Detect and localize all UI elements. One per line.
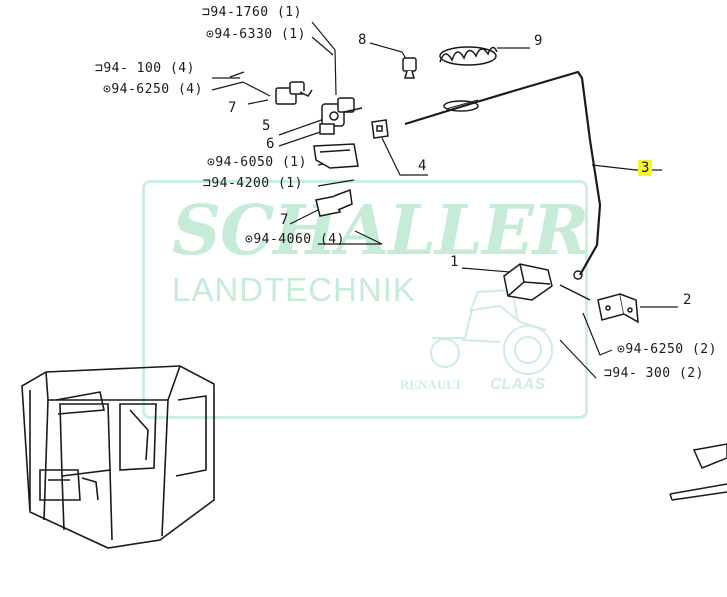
hardware-label-94-300: ⊐94- 300 (2) xyxy=(604,366,704,381)
watermark-frame xyxy=(142,180,588,419)
nut-part xyxy=(402,57,417,79)
callout-8: 8 xyxy=(358,32,367,48)
hardware-label-94-6330: ⊙94-6330 (1) xyxy=(206,27,306,42)
spring-part xyxy=(439,46,498,66)
callout-1: 1 xyxy=(450,254,459,270)
clip-part-7a xyxy=(275,81,313,105)
watermark-claas-logo: CLAAS xyxy=(490,376,546,393)
plate-part-4 xyxy=(371,119,389,139)
hardware-label-94-100: ⊐94- 100 (4) xyxy=(95,61,195,76)
strip-bracket xyxy=(313,143,359,169)
hardware-label-94-6050: ⊙94-6050 (1) xyxy=(207,155,307,170)
bracket-part-2 xyxy=(597,293,639,324)
watermark-subtitle: LANDTECHNIK xyxy=(172,271,416,308)
callout-5: 5 xyxy=(262,118,271,134)
callout-9: 9 xyxy=(534,33,543,49)
hardware-label-94-4200: ⊐94-4200 (1) xyxy=(203,176,303,191)
hardware-label-94-6250-four: ⊙94-6250 (4) xyxy=(103,82,203,97)
watermark-brand: SCHALLER xyxy=(172,191,589,271)
watermark-tractor-icon xyxy=(430,288,553,375)
callout-4: 4 xyxy=(418,158,427,174)
hardware-label-94-6250-two: ⊙94-6250 (2) xyxy=(617,342,717,357)
cab-frame-illustration xyxy=(21,365,215,549)
callout-2: 2 xyxy=(683,292,692,308)
cover-part-1 xyxy=(503,263,553,301)
callout-7-top: 7 xyxy=(228,100,237,116)
hardware-label-94-1760: ⊐94-1760 (1) xyxy=(202,5,302,20)
partial-edge-part xyxy=(669,443,727,501)
callout-3: 3 xyxy=(638,160,653,176)
callout-6: 6 xyxy=(266,136,275,152)
callout-7-lower: 7 xyxy=(280,212,289,228)
lever-assembly xyxy=(319,97,363,135)
callout-3-highlight: 3 xyxy=(638,160,653,176)
watermark-renault-logo: RENAULT xyxy=(400,377,463,392)
hardware-label-94-4060: ⊙94-4060 (4) xyxy=(245,232,345,247)
clip-part-7b xyxy=(315,188,353,217)
cable-assembly xyxy=(404,70,602,301)
